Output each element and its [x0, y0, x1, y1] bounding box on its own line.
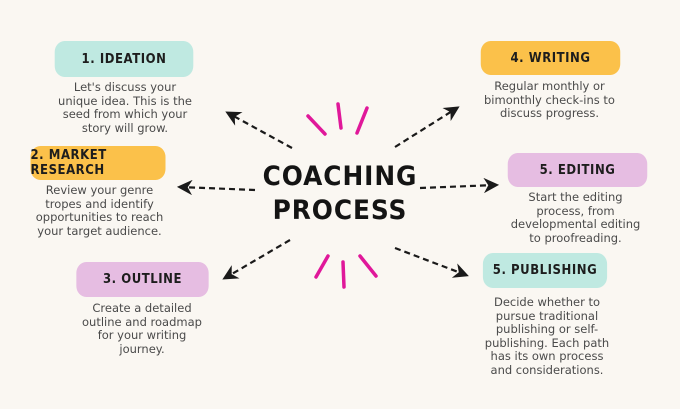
title-line-2: PROCESS: [272, 195, 408, 226]
step-editing-description: Start the editing process, from developm…: [510, 190, 641, 245]
arrow-to-ideation: [225, 111, 293, 149]
title-line-1: COACHING: [262, 161, 418, 192]
step-writing-label: 4. WRITING: [480, 41, 621, 75]
step-publishing-description: Decide whether to pursue traditional pub…: [484, 295, 610, 377]
step-editing-label: 5. EDITING: [507, 153, 648, 187]
arrow-to-outline: [222, 239, 291, 280]
step-writing-description: Regular monthly or bimonthly check-ins t…: [484, 79, 615, 120]
step-market-research-label: 2. MARKET RESEARCH: [30, 146, 166, 180]
diagram-title: COACHING PROCESS: [262, 160, 418, 228]
step-ideation-description: Let's discuss your unique idea. This is …: [58, 80, 192, 135]
accent-strokes: [306, 102, 378, 289]
step-outline-label: 3. OUTLINE: [76, 262, 209, 297]
step-market-research-description: Review your genre tropes and identify op…: [35, 183, 164, 238]
step-ideation-label: 1. IDEATION: [54, 41, 194, 77]
arrow-to-writing: [394, 106, 460, 148]
step-publishing-label: 5. PUBLISHING: [482, 253, 608, 288]
arrow-to-market-research: [176, 179, 256, 196]
arrow-to-editing: [419, 177, 500, 194]
step-outline-description: Create a detailed outline and roadmap fo…: [82, 301, 202, 356]
arrow-to-publishing: [394, 246, 469, 278]
